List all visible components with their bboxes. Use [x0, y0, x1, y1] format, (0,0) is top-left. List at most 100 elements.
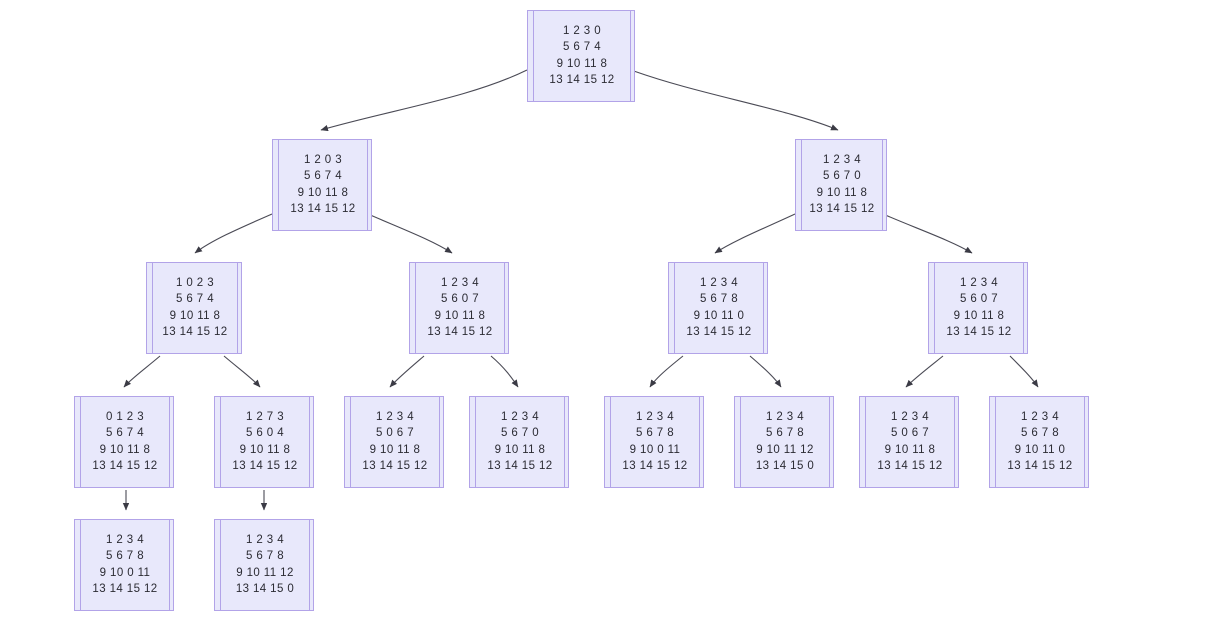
puzzle-state-row: 13 14 15 12: [686, 326, 752, 338]
tree-edge: [630, 69, 839, 131]
puzzle-state-row: 9 10 11 12: [236, 566, 294, 579]
puzzle-state-row: 5 6 7 4: [563, 41, 601, 53]
tree-edge: [882, 213, 973, 254]
puzzle-state-row: 13 14 15 12: [809, 203, 875, 215]
puzzle-state-row: 5 0 6 7: [376, 427, 414, 439]
puzzle-state-row: 1 2 7 3: [246, 410, 284, 423]
puzzle-state-node[interactable]: 1 2 3 4 5 6 7 0 9 10 11 8 13 14 15 12: [795, 139, 883, 231]
puzzle-state-row: 9 10 11 8: [953, 309, 1005, 322]
puzzle-state-row: 13 14 15 12: [232, 460, 298, 472]
puzzle-state-row: 1 0 2 3: [176, 276, 214, 289]
puzzle-state-row: 13 14 15 12: [362, 460, 428, 472]
puzzle-state-row: 9 10 0 11: [629, 443, 681, 456]
tree-edge: [123, 355, 161, 388]
puzzle-state-row: 13 14 15 0: [235, 583, 295, 595]
puzzle-state-row: 5 6 7 0: [823, 170, 861, 182]
puzzle-state-row: 5 6 7 0: [501, 427, 539, 439]
puzzle-state-node[interactable]: 1 2 7 3 5 6 0 4 9 10 11 8 13 14 15 12: [214, 396, 310, 488]
puzzle-state-row: 9 10 11 8: [434, 309, 486, 322]
puzzle-state-row: 1 2 3 4: [1021, 410, 1059, 423]
puzzle-state-row: 5 6 7 8: [700, 293, 738, 305]
puzzle-state-row: 5 6 7 4: [176, 293, 214, 305]
tree-edge: [320, 69, 528, 132]
puzzle-state-grid: 1 2 3 4 5 6 7 8 9 10 11 12 13 14 15 0: [740, 397, 829, 487]
puzzle-state-row: 9 10 11 12: [756, 443, 814, 456]
puzzle-state-row: 13 14 15 12: [162, 326, 228, 338]
puzzle-state-node[interactable]: 1 2 3 4 5 6 7 8 9 10 11 12 13 14 15 0: [734, 396, 830, 488]
puzzle-state-row: 13 14 15 0: [755, 460, 815, 472]
puzzle-state-row: 0 1 2 3: [106, 410, 144, 423]
puzzle-state-row: 5 6 7 8: [1021, 427, 1059, 439]
puzzle-state-row: 5 6 7 8: [766, 427, 804, 439]
puzzle-state-node[interactable]: 1 2 3 4 5 6 7 8 9 10 0 11 13 14 15 12: [604, 396, 700, 488]
puzzle-state-row: 5 6 0 7: [960, 293, 998, 305]
puzzle-state-row: 1 2 3 4: [823, 153, 861, 166]
puzzle-state-row: 9 10 11 8: [239, 443, 291, 456]
puzzle-state-row: 5 0 6 7: [891, 427, 929, 439]
puzzle-state-row: 9 10 11 0: [1014, 443, 1066, 456]
tree-edge: [1009, 355, 1039, 388]
puzzle-state-row: 1 2 3 4: [441, 276, 479, 289]
puzzle-state-row: 5 6 7 8: [106, 550, 144, 562]
puzzle-state-row: 1 2 3 4: [376, 410, 414, 423]
puzzle-state-node[interactable]: 1 2 3 4 5 6 7 8 9 10 11 0 13 14 15 12: [668, 262, 764, 354]
tree-edge: [490, 355, 519, 388]
puzzle-state-grid: 0 1 2 3 5 6 7 4 9 10 11 8 13 14 15 12: [80, 397, 169, 487]
puzzle-state-row: 1 2 3 4: [766, 410, 804, 423]
puzzle-state-grid: 1 0 2 3 5 6 7 4 9 10 11 8 13 14 15 12: [152, 263, 237, 353]
puzzle-state-row: 13 14 15 12: [92, 460, 158, 472]
tree-edge: [367, 213, 453, 254]
puzzle-state-row: 1 2 3 4: [501, 410, 539, 423]
puzzle-state-grid: 1 2 3 4 5 6 7 0 9 10 11 8 13 14 15 12: [801, 140, 882, 230]
puzzle-state-row: 1 2 3 4: [636, 410, 674, 423]
puzzle-state-row: 5 6 7 4: [106, 427, 144, 439]
puzzle-state-grid: 1 2 7 3 5 6 0 4 9 10 11 8 13 14 15 12: [220, 397, 309, 487]
tree-edge: [714, 213, 796, 254]
puzzle-state-row: 5 6 0 7: [441, 293, 479, 305]
puzzle-state-node[interactable]: 1 0 2 3 5 6 7 4 9 10 11 8 13 14 15 12: [146, 262, 238, 354]
puzzle-state-row: 9 10 11 8: [169, 309, 221, 322]
tree-edge: [649, 355, 684, 388]
puzzle-state-row: 1 2 0 3: [304, 153, 342, 166]
puzzle-state-row: 9 10 11 8: [556, 57, 608, 70]
puzzle-state-row: 13 14 15 12: [290, 203, 356, 215]
puzzle-state-row: 13 14 15 12: [622, 460, 688, 472]
tree-edge: [194, 213, 273, 254]
tree-edge: [389, 355, 425, 388]
puzzle-state-row: 5 6 7 8: [636, 427, 674, 439]
puzzle-state-row: 5 6 7 4: [304, 170, 342, 182]
puzzle-state-row: 9 10 11 8: [816, 186, 868, 199]
puzzle-state-row: 13 14 15 12: [877, 460, 943, 472]
puzzle-state-row: 5 6 7 8: [246, 550, 284, 562]
puzzle-state-row: 9 10 0 11: [99, 566, 151, 579]
puzzle-state-row: 9 10 11 8: [99, 443, 151, 456]
puzzle-state-row: 13 14 15 12: [487, 460, 553, 472]
puzzle-state-node[interactable]: 0 1 2 3 5 6 7 4 9 10 11 8 13 14 15 12: [74, 396, 170, 488]
puzzle-state-row: 5 6 0 4: [246, 427, 284, 439]
puzzle-state-row: 9 10 11 0: [693, 309, 745, 322]
puzzle-state-grid: 1 2 3 4 5 6 7 8 9 10 11 0 13 14 15 12: [674, 263, 763, 353]
tree-edge: [749, 355, 782, 388]
puzzle-state-row: 1 2 3 4: [700, 276, 738, 289]
puzzle-state-row: 1 2 3 4: [960, 276, 998, 289]
